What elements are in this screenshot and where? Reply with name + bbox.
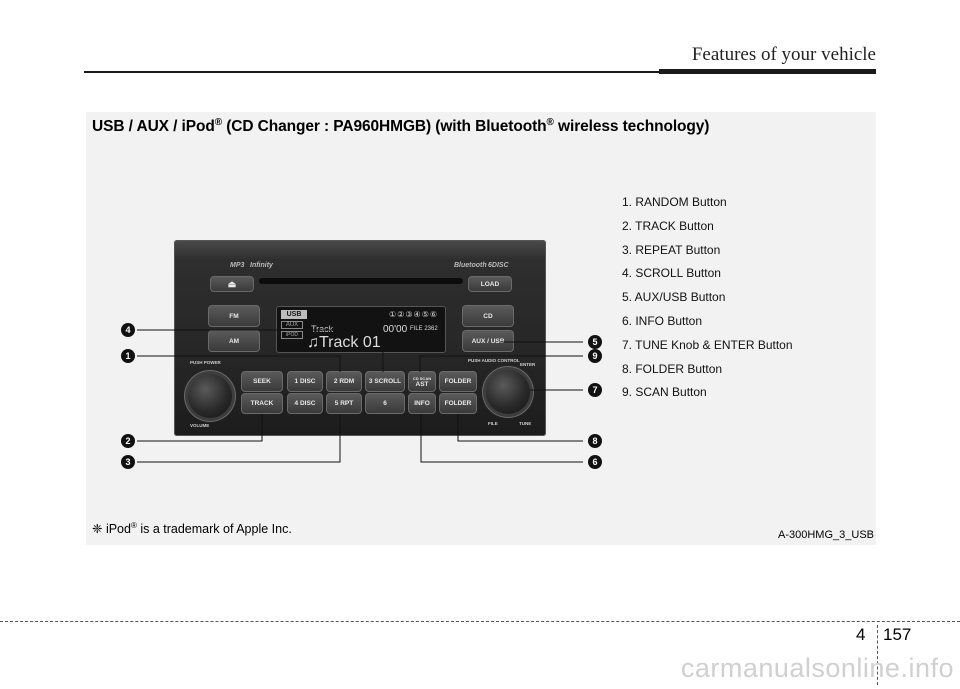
preset-4-button[interactable]: 4 DISC: [287, 393, 323, 414]
callout-marker-5: 5: [588, 335, 602, 349]
preset-3-number: 3: [368, 378, 373, 385]
legend-item: 1. RANDOM Button: [622, 195, 727, 209]
leader-line-2: [137, 414, 263, 442]
callout-marker-8: 8: [588, 434, 602, 448]
preset-6-button[interactable]: 6: [365, 393, 405, 414]
leader-line-6: [420, 414, 583, 463]
tune-label: TUNE: [519, 421, 532, 426]
header-rule: [84, 71, 876, 73]
lcd-ipod-indicator: iPOD: [281, 331, 303, 339]
preset-1-button[interactable]: 1 DISC: [287, 371, 323, 392]
page-separator: [877, 625, 878, 685]
callout-marker-4: 4: [121, 323, 135, 337]
preset-1-number: 1: [294, 378, 299, 385]
legend-item: 8. FOLDER Button: [622, 361, 723, 376]
callout-marker-1: 1: [121, 349, 135, 363]
preset-4-label: DISC: [299, 400, 316, 407]
disc-slot: [259, 278, 463, 284]
power-volume-knob[interactable]: [188, 374, 232, 418]
lcd-disc-indicators: ①②③④⑤⑥: [389, 310, 439, 319]
scan-ast-button[interactable]: CD SCAN AST: [408, 371, 436, 392]
legend-item: 7. TUNE Knob & ENTER Button: [622, 337, 793, 352]
preset-2-number: 2: [333, 378, 338, 385]
six-disc-logo: 6DISC: [488, 262, 509, 269]
audio-control-label: PUSH AUDIO CONTROL: [468, 358, 520, 363]
file-label: FILE: [488, 421, 498, 426]
am-button[interactable]: AM: [208, 330, 260, 352]
footnote-text: is a trademark of Apple Inc.: [136, 522, 292, 537]
seek-button[interactable]: SEEK: [241, 371, 283, 392]
footnote: ❈ iPod® is a trademark of Apple Inc.: [92, 521, 292, 536]
legend-item: 5. AUX/USB Button: [622, 290, 726, 305]
page-number: 157: [883, 625, 912, 644]
section-title-part3: wireless technology): [553, 118, 710, 136]
header-rule-accent: [659, 69, 876, 74]
footer-rule: [0, 621, 960, 622]
legend-item: 6. INFO Button: [622, 313, 703, 328]
legend-item: 4. SCROLL Button: [622, 266, 721, 281]
section-title-part2: (CD Changer : PA960HMGB) (with Bluetooth: [221, 118, 547, 136]
folder-down-button[interactable]: FOLDER: [439, 393, 477, 414]
chapter-number: 4: [856, 625, 866, 644]
repeat-button[interactable]: 5 RPT: [326, 393, 362, 414]
track-button[interactable]: TRACK: [241, 393, 283, 414]
callout-marker-2: 2: [121, 434, 135, 448]
image-code: A-300HMG_3_USB: [778, 529, 874, 541]
aux-usb-button[interactable]: AUX / USB: [462, 330, 514, 352]
leader-line-8: [457, 414, 583, 442]
header-title: Features of your vehicle: [691, 44, 876, 65]
section-title: USB / AUX / iPod® (CD Changer : PA960HMG…: [92, 117, 709, 136]
callout-marker-7: 7: [588, 383, 602, 397]
button-legend: 1. RANDOM Button 2. TRACK Button 3. REPE…: [622, 194, 793, 408]
legend-item: 2. TRACK Button: [622, 218, 714, 233]
footnote-reg: ®: [130, 521, 137, 530]
lcd-usb-indicator: USB: [281, 310, 307, 319]
footnote-symbol: ❈ iPod: [92, 522, 131, 537]
cd-button[interactable]: CD: [462, 305, 514, 327]
infinity-logo: Infinity: [250, 262, 273, 269]
preset-4-number: 4: [294, 400, 299, 407]
preset-1-label: DISC: [299, 378, 316, 385]
push-power-label: PUSH POWER: [190, 360, 221, 365]
mp3-logo: MP3: [230, 262, 245, 269]
leader-line-4: [137, 329, 384, 372]
scroll-button[interactable]: 3 SCROLL: [365, 371, 405, 392]
bluetooth-logo: Bluetooth: [454, 262, 487, 269]
callout-marker-6: 6: [588, 455, 602, 469]
random-label: RDM: [339, 378, 355, 385]
lcd-aux-indicator: AUX: [281, 321, 303, 329]
eject-button[interactable]: ⏏: [210, 276, 254, 292]
watermark: carmanualsonline.info: [680, 653, 954, 683]
repeat-label: RPT: [340, 400, 354, 407]
callout-marker-9: 9: [588, 349, 602, 363]
registered-mark-2: ®: [546, 117, 554, 128]
callout-marker-3: 3: [121, 455, 135, 469]
lcd-file-count: FILE 2362: [410, 326, 438, 332]
random-button[interactable]: 2 RDM: [326, 371, 362, 392]
lcd-time: 00'00: [383, 324, 408, 335]
lcd-track-title: ♫Track 01: [307, 334, 381, 351]
tune-enter-knob[interactable]: [486, 370, 530, 414]
legend-item: 9. SCAN Button: [622, 385, 707, 400]
leader-line-1: [137, 355, 341, 372]
leader-line-9: [419, 355, 583, 372]
ast-label: AST: [415, 380, 429, 388]
legend-item: 3. REPEAT Button: [622, 242, 721, 257]
registered-mark-1: ®: [214, 117, 222, 128]
folder-up-button[interactable]: FOLDER: [439, 371, 477, 392]
info-button[interactable]: INFO: [408, 393, 436, 414]
load-button[interactable]: LOAD: [468, 276, 512, 292]
cd-scan-label: CD SCAN: [412, 375, 432, 381]
scroll-label: SCROLL: [374, 378, 402, 385]
leader-line-3: [137, 414, 341, 463]
enter-label: ENTER: [520, 362, 536, 367]
volume-label: VOLUME: [190, 423, 210, 428]
lcd-track-small: Track: [311, 324, 334, 334]
preset-5-number: 5: [334, 400, 339, 407]
section-title-part1: USB / AUX / iPod: [92, 118, 215, 136]
fm-button[interactable]: FM: [208, 305, 260, 327]
